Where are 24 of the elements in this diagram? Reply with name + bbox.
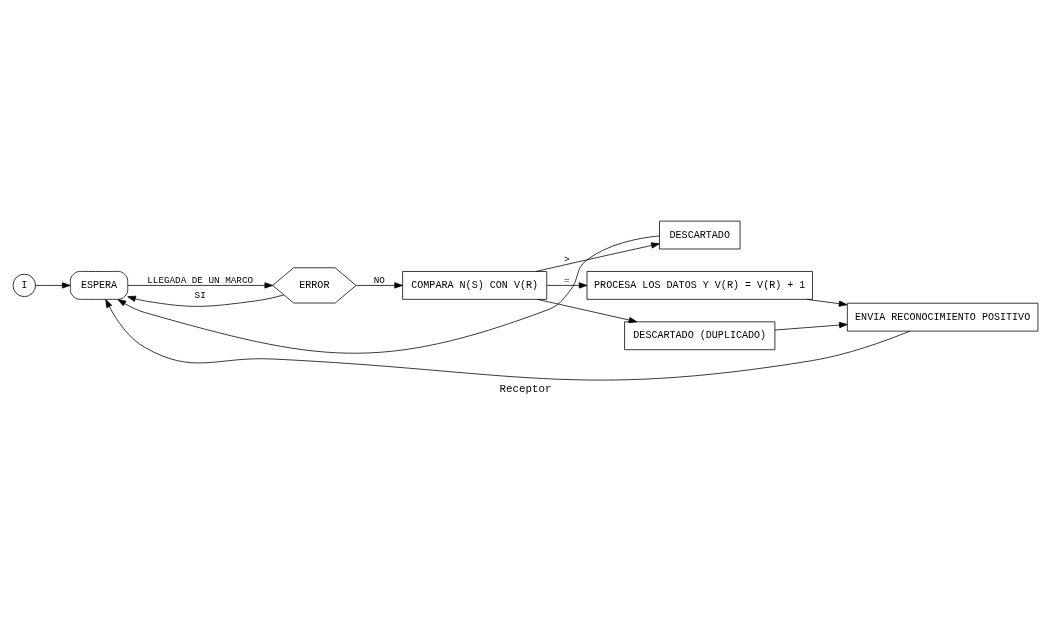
edge-label: LLEGADA DE UN MARCO: [147, 274, 254, 286]
node-circle: I: [12, 273, 36, 297]
arrow: [127, 294, 285, 307]
caption: Receptor: [499, 382, 552, 395]
node-box: DESCARTADO: [659, 220, 741, 249]
arrow: [127, 281, 274, 288]
arrow: [117, 235, 660, 354]
node-box: ENVIA RECONOCIMIENTO POSITIVO: [846, 302, 1039, 331]
node-box: ESPERA: [70, 270, 129, 300]
arrow: [105, 298, 911, 380]
arrow: [35, 281, 71, 288]
edge-label: SI: [194, 289, 206, 301]
node-box: DESCARTADO (DUPLICADO): [624, 320, 776, 350]
arrow: [774, 321, 848, 330]
arrow: [535, 241, 660, 272]
edge-label: >: [564, 253, 570, 265]
arrow: [546, 281, 588, 288]
edge-label: NO: [373, 274, 385, 286]
arrow: [355, 281, 403, 288]
arrow: [806, 298, 848, 307]
node-box: COMPARA N(S) CON V(R): [402, 270, 548, 300]
edge-label: =: [564, 274, 570, 286]
arrow: [537, 298, 638, 323]
node-box: PROCESA LOS DATOS Y V(R) = V(R) + 1: [586, 270, 813, 300]
